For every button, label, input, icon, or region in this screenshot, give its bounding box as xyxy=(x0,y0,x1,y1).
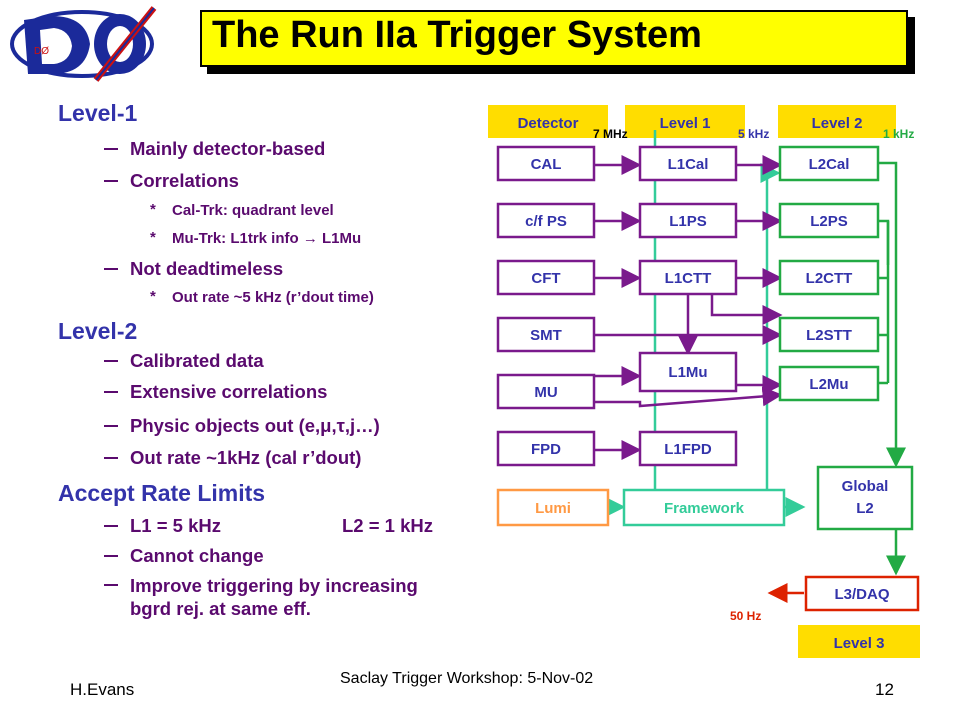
dash-icon xyxy=(104,148,118,150)
rate-7mhz: 7 MHz xyxy=(593,127,628,141)
rate-50hz: 50 Hz xyxy=(730,609,761,623)
svg-text:L3/DAQ: L3/DAQ xyxy=(834,586,889,603)
l1-boxes: L1Cal L1PS L1CTT L1Mu L1FPD xyxy=(638,145,738,467)
dash-icon xyxy=(104,360,118,362)
bullet-item: Improve triggering by increasing bgrd re… xyxy=(104,574,460,620)
bullet-item: Out rate ~1kHz (cal r’dout) xyxy=(104,447,361,469)
detector-l1-wires xyxy=(594,155,783,460)
trigger-diagram: Detector Level 1 Level 2 7 MHz 5 kHz 1 k… xyxy=(488,105,920,658)
sub-bullet-item: *Out rate ~5 kHz (r’dout time) xyxy=(150,288,374,306)
l2-global-wires xyxy=(878,161,906,576)
dash-icon xyxy=(104,457,118,459)
dash-icon xyxy=(104,584,118,586)
svg-text:Framework: Framework xyxy=(664,500,745,517)
lumi-box: Lumi xyxy=(496,488,610,527)
l2-ctt: L2CTT xyxy=(806,270,853,287)
detector-fpd: FPD xyxy=(531,441,561,458)
bullet-item: Physic objects out (e,μ,τ,j…) xyxy=(104,415,380,437)
page-number: 12 xyxy=(875,680,894,699)
detector-cfps: c/f PS xyxy=(525,213,567,230)
footer-author: H.Evans xyxy=(70,680,135,699)
dash-icon xyxy=(104,391,118,393)
svg-text:Level 2: Level 2 xyxy=(812,115,863,132)
svg-text:Level 1: Level 1 xyxy=(660,115,711,132)
l1-cal: L1Cal xyxy=(668,156,709,173)
framework-box: Framework xyxy=(622,488,786,527)
l1-ps: L1PS xyxy=(669,213,707,230)
level2-heading: Level-2 xyxy=(58,318,138,344)
bullet-item: Not deadtimeless xyxy=(104,258,283,280)
l3daq-box: L3/DAQ xyxy=(804,575,920,612)
dash-icon xyxy=(104,525,118,527)
header-level2: Level 2 xyxy=(778,105,896,138)
l1-fpd: L1FPD xyxy=(664,441,712,458)
bullet-item: L1 = 5 kHz xyxy=(104,515,221,537)
header-detector: Detector xyxy=(488,105,608,138)
l1-ctt: L1CTT xyxy=(665,270,712,287)
detector-cal: CAL xyxy=(531,156,562,173)
dash-icon xyxy=(104,425,118,427)
l2-ps: L2PS xyxy=(810,213,848,230)
svg-text:Global: Global xyxy=(842,478,889,495)
bullet-item: Correlations xyxy=(104,170,239,192)
level1-heading: Level-1 xyxy=(58,100,138,126)
bullet-item: Calibrated data xyxy=(104,350,264,372)
header-level3: Level 3 xyxy=(798,625,920,658)
l2-cal: L2Cal xyxy=(809,156,850,173)
detector-cft: CFT xyxy=(531,270,560,287)
l2-boxes: L2Cal L2PS L2CTT L2STT L2Mu xyxy=(778,145,880,402)
star-icon: * xyxy=(150,288,156,305)
detector-smt: SMT xyxy=(530,327,562,344)
svg-text:Detector: Detector xyxy=(518,115,579,132)
sub-bullet-item: *Mu-Trk: L1trk info → L1Mu xyxy=(150,229,362,247)
title-box xyxy=(200,10,908,67)
dash-icon xyxy=(104,180,118,182)
star-icon: * xyxy=(150,229,156,246)
rate-1khz: 1 kHz xyxy=(883,127,914,141)
l2-mu: L2Mu xyxy=(809,376,848,393)
l2-stt: L2STT xyxy=(806,327,852,344)
header-level1: Level 1 xyxy=(625,105,745,138)
l2-rate-text: L2 = 1 kHz xyxy=(342,515,434,536)
bullet-item: Mainly detector-based xyxy=(104,138,325,160)
svg-text:Level 3: Level 3 xyxy=(834,635,885,652)
sub-bullet-item: *Cal-Trk: quadrant level xyxy=(150,201,334,219)
accept-heading: Accept Rate Limits xyxy=(58,480,266,506)
d0-logo: DØ xyxy=(10,6,157,82)
svg-text:L2: L2 xyxy=(856,500,874,517)
svg-text:Lumi: Lumi xyxy=(535,500,571,517)
detector-boxes: CAL c/f PS CFT SMT MU FPD xyxy=(496,145,596,467)
page-title: The Run IIa Trigger System xyxy=(212,14,702,56)
dash-icon xyxy=(104,268,118,270)
bullet-item: Cannot change xyxy=(104,545,264,567)
footer-event: Saclay Trigger Workshop: 5-Nov-02 xyxy=(340,670,594,687)
l1-mu: L1Mu xyxy=(668,364,707,381)
bullet-item: Extensive correlations xyxy=(104,381,327,403)
rate-5khz: 5 kHz xyxy=(738,127,769,141)
dash-icon xyxy=(104,555,118,557)
logo-text: DØ xyxy=(34,46,49,57)
detector-mu: MU xyxy=(534,384,557,401)
global-l2-box: Global L2 xyxy=(816,465,914,531)
star-icon: * xyxy=(150,201,156,218)
